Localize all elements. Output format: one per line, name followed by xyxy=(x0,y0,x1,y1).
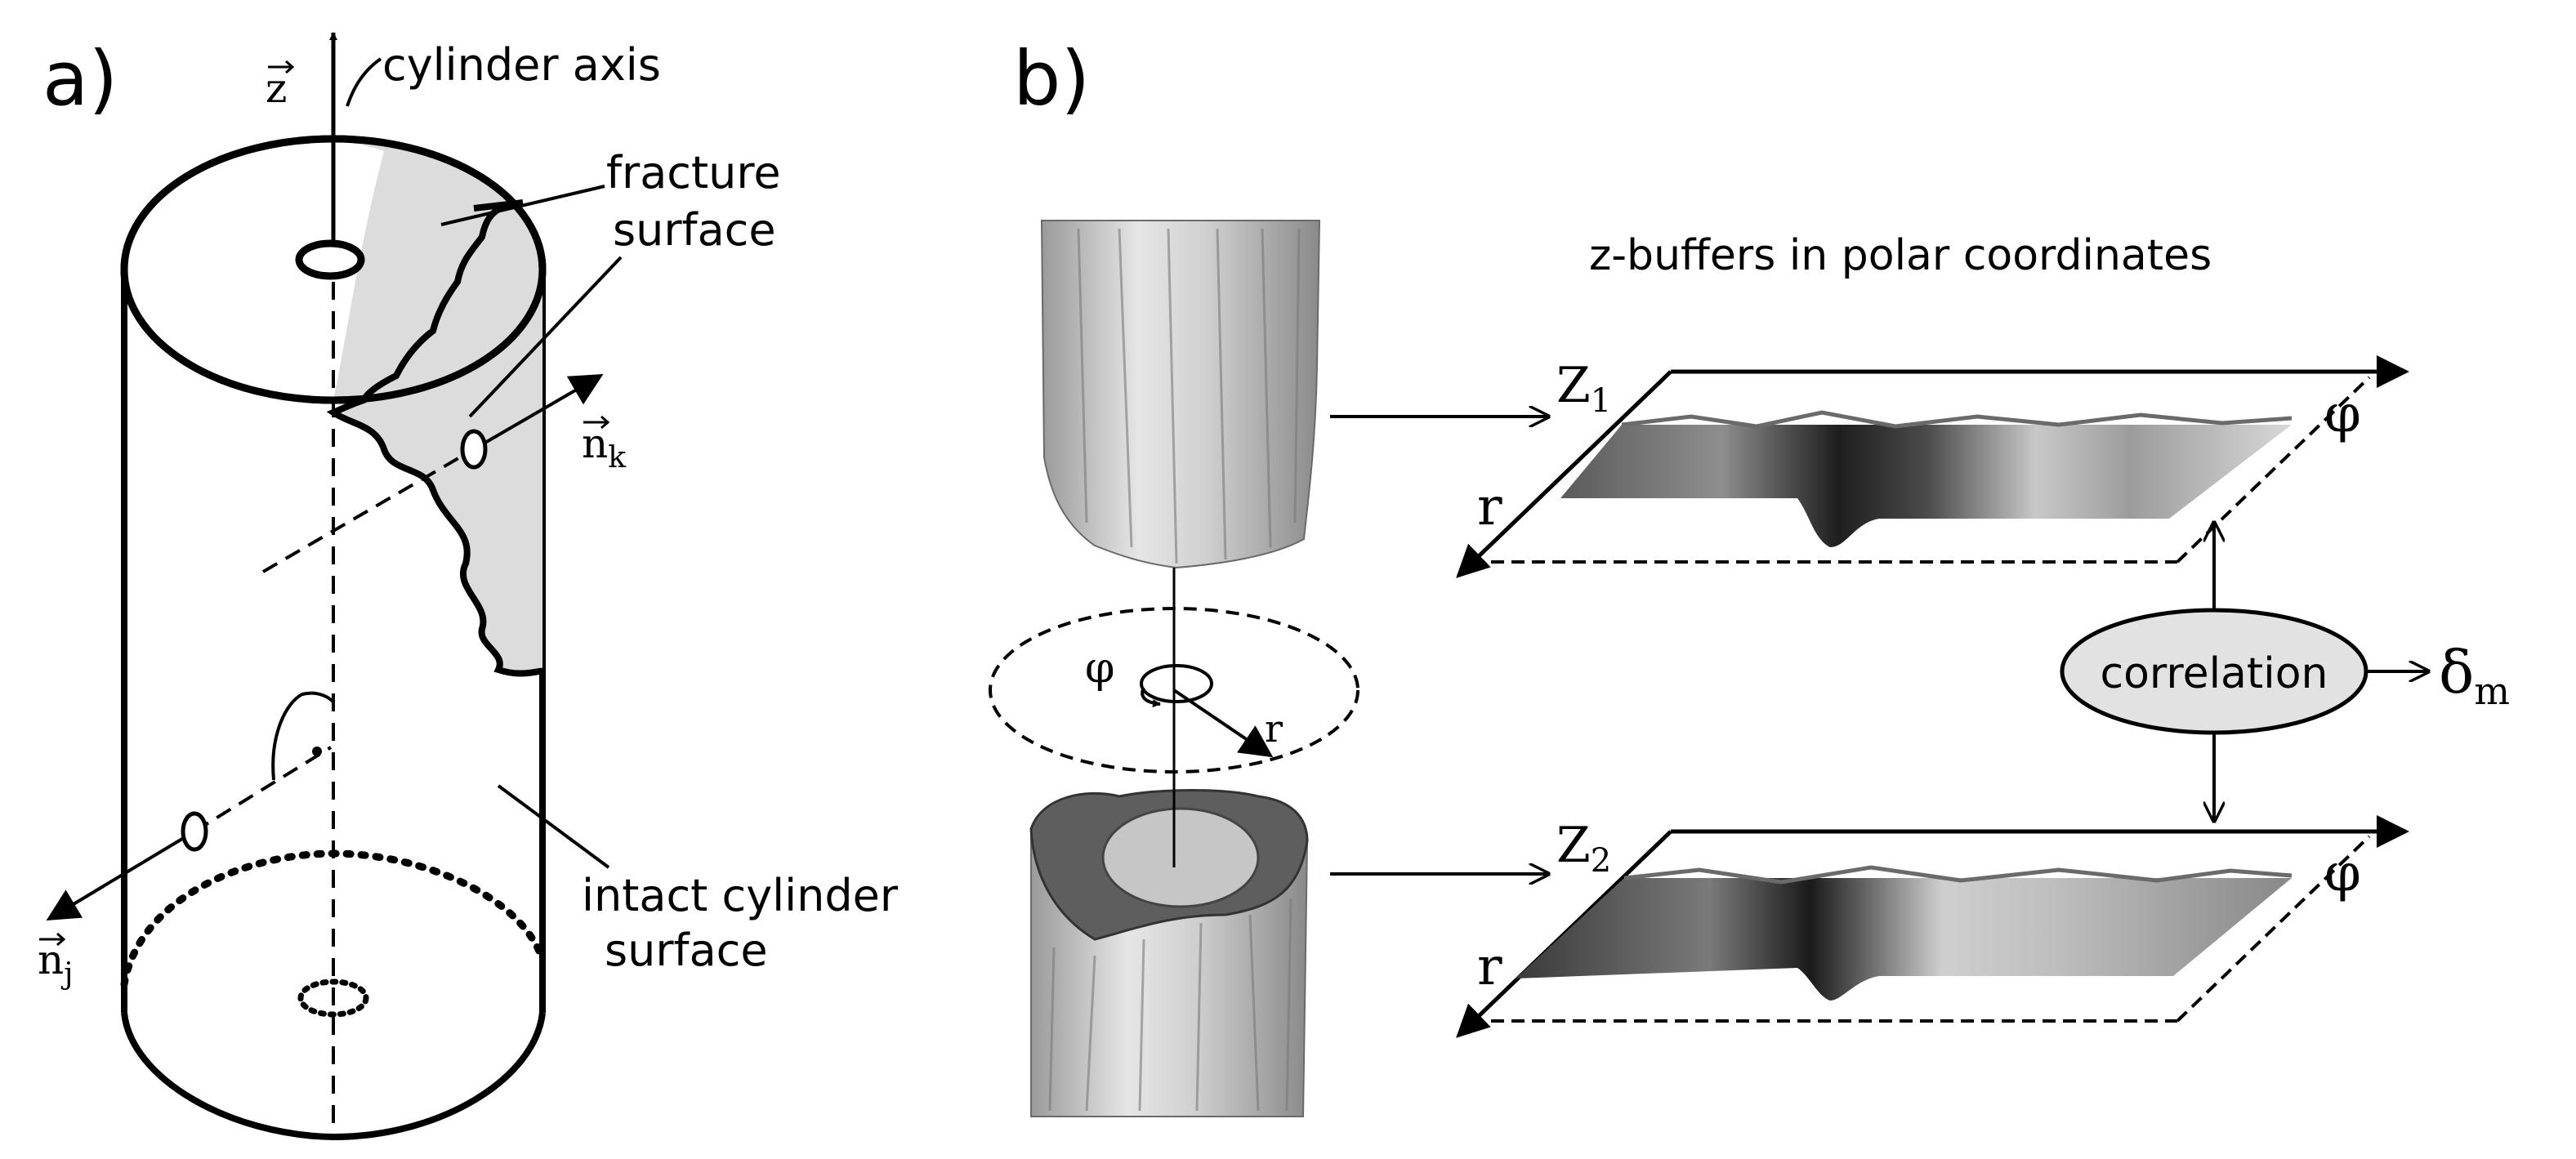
axis-hole-bottom xyxy=(297,978,369,1018)
normal-k-dashed xyxy=(261,448,475,573)
right-angle-dot xyxy=(312,747,322,756)
zbuffer-heading: z-buffers in polar coordinates xyxy=(1589,231,2212,280)
lower-fragment-streaks xyxy=(1048,898,1292,1112)
z-vector-label: z xyxy=(266,65,287,112)
buffer1-z-label: Z1 xyxy=(1556,357,1611,420)
fracture-label-line1: fracture xyxy=(606,147,781,198)
buffer1-depth-top-edge xyxy=(1621,410,2293,429)
normal-k-point xyxy=(460,429,488,470)
buffer2-r-label: r xyxy=(1477,937,1502,997)
correlation-label: correlation xyxy=(2100,649,2328,698)
normal-j-point xyxy=(181,811,208,852)
panel-a: a) z cylinder axis fracture surface xyxy=(38,32,899,1141)
delta-m-label: δm xyxy=(2439,638,2510,713)
polar-r-label: r xyxy=(1265,707,1283,751)
buffer1-phi-label: φ xyxy=(2324,384,2361,444)
buffer2-right-edge xyxy=(2176,835,2371,1023)
normal-j-dashed xyxy=(193,746,333,833)
fracture-label-line2: surface xyxy=(613,204,776,256)
cylinder-axis-label: cylinder axis xyxy=(382,39,661,91)
intact-label-line2: surface xyxy=(605,925,768,976)
lower-fragment-cavity xyxy=(1101,807,1260,908)
cylinder-bottom-front-arc xyxy=(121,1012,546,1141)
panel-b: b) z-buffers in polar coordinates φ r Z1 xyxy=(989,35,2510,1117)
zbuffer-1: Z1 r φ xyxy=(1456,355,2409,578)
polar-phi-arrow xyxy=(1141,687,1161,708)
polar-phi-label: φ xyxy=(1085,644,1114,693)
polar-rotation-ellipse xyxy=(1140,664,1213,703)
normal-k-vector-bar xyxy=(583,415,610,430)
buffer2-z-label: Z2 xyxy=(1556,817,1611,880)
buffer2-depth-top-edge xyxy=(1623,865,2293,885)
axis-hole-top xyxy=(295,239,365,280)
cylinder-axis-leader xyxy=(346,57,382,107)
polar-r-arrow xyxy=(1172,689,1274,758)
buffer2-depth-image xyxy=(1516,878,2292,1001)
zbuffer-2: Z2 r φ xyxy=(1456,815,2409,1038)
intact-leader xyxy=(497,784,610,869)
intact-label-line1: intact cylinder xyxy=(582,870,899,921)
buffer2-phi-label: φ xyxy=(2324,843,2361,903)
upper-fragment-image xyxy=(1040,220,1321,569)
fracture-leader-top xyxy=(440,185,605,226)
fracture-surface xyxy=(333,208,542,674)
z-vector-bar xyxy=(268,60,295,74)
panel-a-label: a) xyxy=(42,35,118,123)
fracture-edge xyxy=(326,199,544,677)
panel-b-label: b) xyxy=(1013,35,1090,123)
right-angle-mark xyxy=(271,691,335,781)
buffer1-depth-image xyxy=(1560,425,2292,547)
normal-j-arrow xyxy=(46,830,196,921)
top-face-white-part xyxy=(124,139,333,400)
polar-circle xyxy=(989,607,1359,773)
top-face-left-white xyxy=(333,139,384,400)
normal-j-label: nj xyxy=(38,936,73,991)
normal-k-label: nk xyxy=(582,420,627,475)
normal-j-vector-bar xyxy=(39,932,66,947)
buffer1-r-axis xyxy=(1456,370,1672,578)
upper-fragment-streaks xyxy=(1077,228,1301,564)
normal-k-arrow xyxy=(472,373,604,451)
fracture-leader-middle xyxy=(468,256,623,418)
buffer1-r-label: r xyxy=(1477,477,1502,537)
